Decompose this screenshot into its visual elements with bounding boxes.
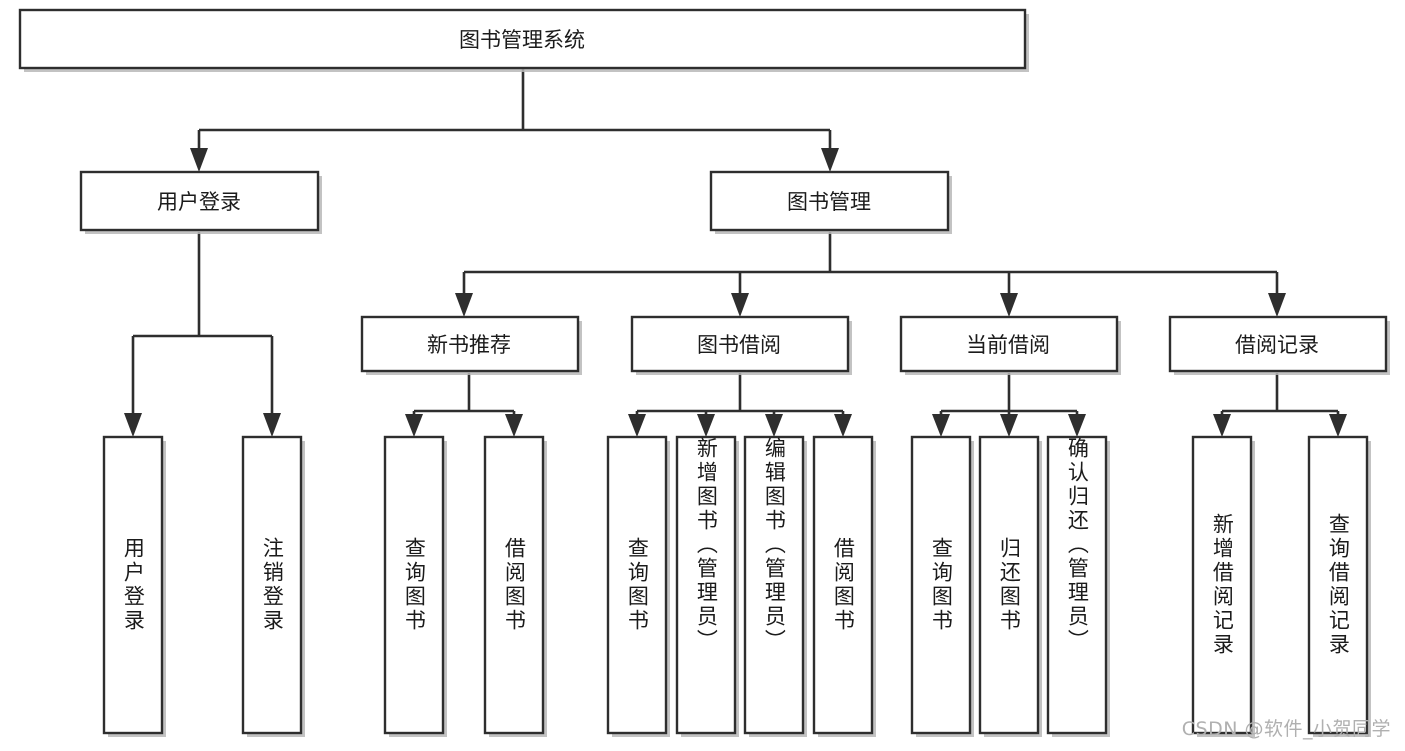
arrow-head-cb-leaf-3 [1068,414,1086,437]
arrow-head-bb-leaf-1 [628,414,646,437]
arrow-head-bb-leaf-4 [834,414,852,437]
new-book-node-box[interactable] [360,315,580,373]
root-node-box[interactable] [18,8,1027,70]
arrow-head-book-borrow [731,293,749,317]
leaf-box-new-book-2[interactable] [483,435,545,735]
leaf-box-book-borrow-1[interactable] [606,435,668,735]
arrow-head-new-book [455,293,473,317]
node-layer: 图书管理系统 用户登录 图书管理 新书推荐 图书借阅 当前借阅 借阅记录 [18,8,1390,737]
leaf-box-current-borrow-2[interactable] [978,435,1040,735]
leaf-box-user-login-1[interactable] [102,435,164,735]
leaf-box-book-borrow-4[interactable] [812,435,874,735]
user-login-node-label: 用户登录 [157,190,241,214]
connector-layer [124,68,1347,437]
arrow-head-cb-leaf-1 [932,414,950,437]
watermark-text: CSDN @软件_小贺同学 [1181,718,1391,740]
book-mgmt-node-box[interactable] [709,170,950,232]
arrow-head-br-leaf-1 [1213,414,1231,437]
arrow-head-cb-leaf-2 [1000,414,1018,437]
arrow-head-current-borrow [1000,293,1018,317]
leaf-box-new-book-1[interactable] [383,435,445,735]
book-mgmt-node-label: 图书管理 [787,190,871,214]
leaf-box-current-borrow-3[interactable] [1046,435,1108,735]
arrow-head-nb-leaf-1 [405,414,423,437]
leaf-box-borrow-record-1[interactable] [1191,435,1253,735]
arrow-head-bb-leaf-3 [765,414,783,437]
book-borrow-node-box[interactable] [630,315,850,373]
arrow-head-bb-leaf-2 [697,414,715,437]
borrow-record-node-box[interactable] [1168,315,1388,373]
leaf-box-book-borrow-2[interactable] [675,435,737,735]
current-borrow-node-label: 当前借阅 [966,333,1050,357]
root-node-label: 图书管理系统 [459,28,585,52]
arrow-head-user-login [190,148,208,172]
new-book-node-label: 新书推荐 [427,333,511,357]
leaf-box-borrow-record-2[interactable] [1307,435,1369,735]
user-login-node-box[interactable] [79,170,320,232]
arrow-head-br-leaf-2 [1329,414,1347,437]
arrow-head-leaf-logout [263,413,281,437]
leaf-box-user-login-2[interactable] [241,435,303,735]
arrow-head-leaf-user-login [124,413,142,437]
arrow-head-book-mgmt [821,148,839,172]
arrow-head-borrow-record [1268,293,1286,317]
book-borrow-node-label: 图书借阅 [697,333,781,357]
leaf-box-current-borrow-1[interactable] [910,435,972,735]
current-borrow-node-box[interactable] [899,315,1119,373]
leaf-box-book-borrow-3[interactable] [743,435,805,735]
borrow-record-node-label: 借阅记录 [1235,333,1319,357]
arrow-head-nb-leaf-2 [505,414,523,437]
